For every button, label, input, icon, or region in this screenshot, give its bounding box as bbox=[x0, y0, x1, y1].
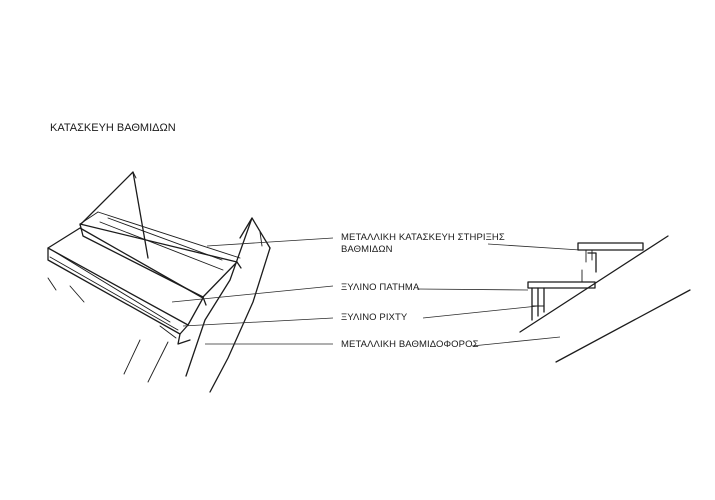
label-steel-support-cont: ΒΑΘΜΙΔΩΝ bbox=[341, 244, 393, 255]
label-wooden-riser: ΞΥΛΙΝΟ ΡΙΧΤΥ bbox=[341, 312, 408, 323]
metal-support-frame bbox=[79, 211, 242, 306]
label-steel-stringer: ΜΕΤΑΛΛΙΚΗ ΒΑΘΜΙΔΟΦΟΡΟΣ bbox=[341, 339, 479, 350]
label-wooden-tread: ΞΥΛΙΝΟ ΠΑΤΗΜΑ bbox=[341, 282, 420, 293]
perspective-stair-sketch bbox=[47, 171, 271, 393]
wooden-tread bbox=[47, 227, 204, 335]
metal-stringer bbox=[147, 217, 271, 393]
section-detail-sketch bbox=[519, 235, 691, 363]
leader-lines bbox=[171, 237, 581, 347]
label-steel-support: ΜΕΤΑΛΛΙΚΗ ΚΑΤΑΣΚΕΥΗ ΣΤΗΡΙΞΗΣ bbox=[341, 232, 505, 243]
wooden-riser bbox=[159, 325, 191, 345]
drawing-title: ΚΑΤΑΣΚΕΥΗ ΒΑΘΜΙΔΩΝ bbox=[50, 122, 176, 134]
